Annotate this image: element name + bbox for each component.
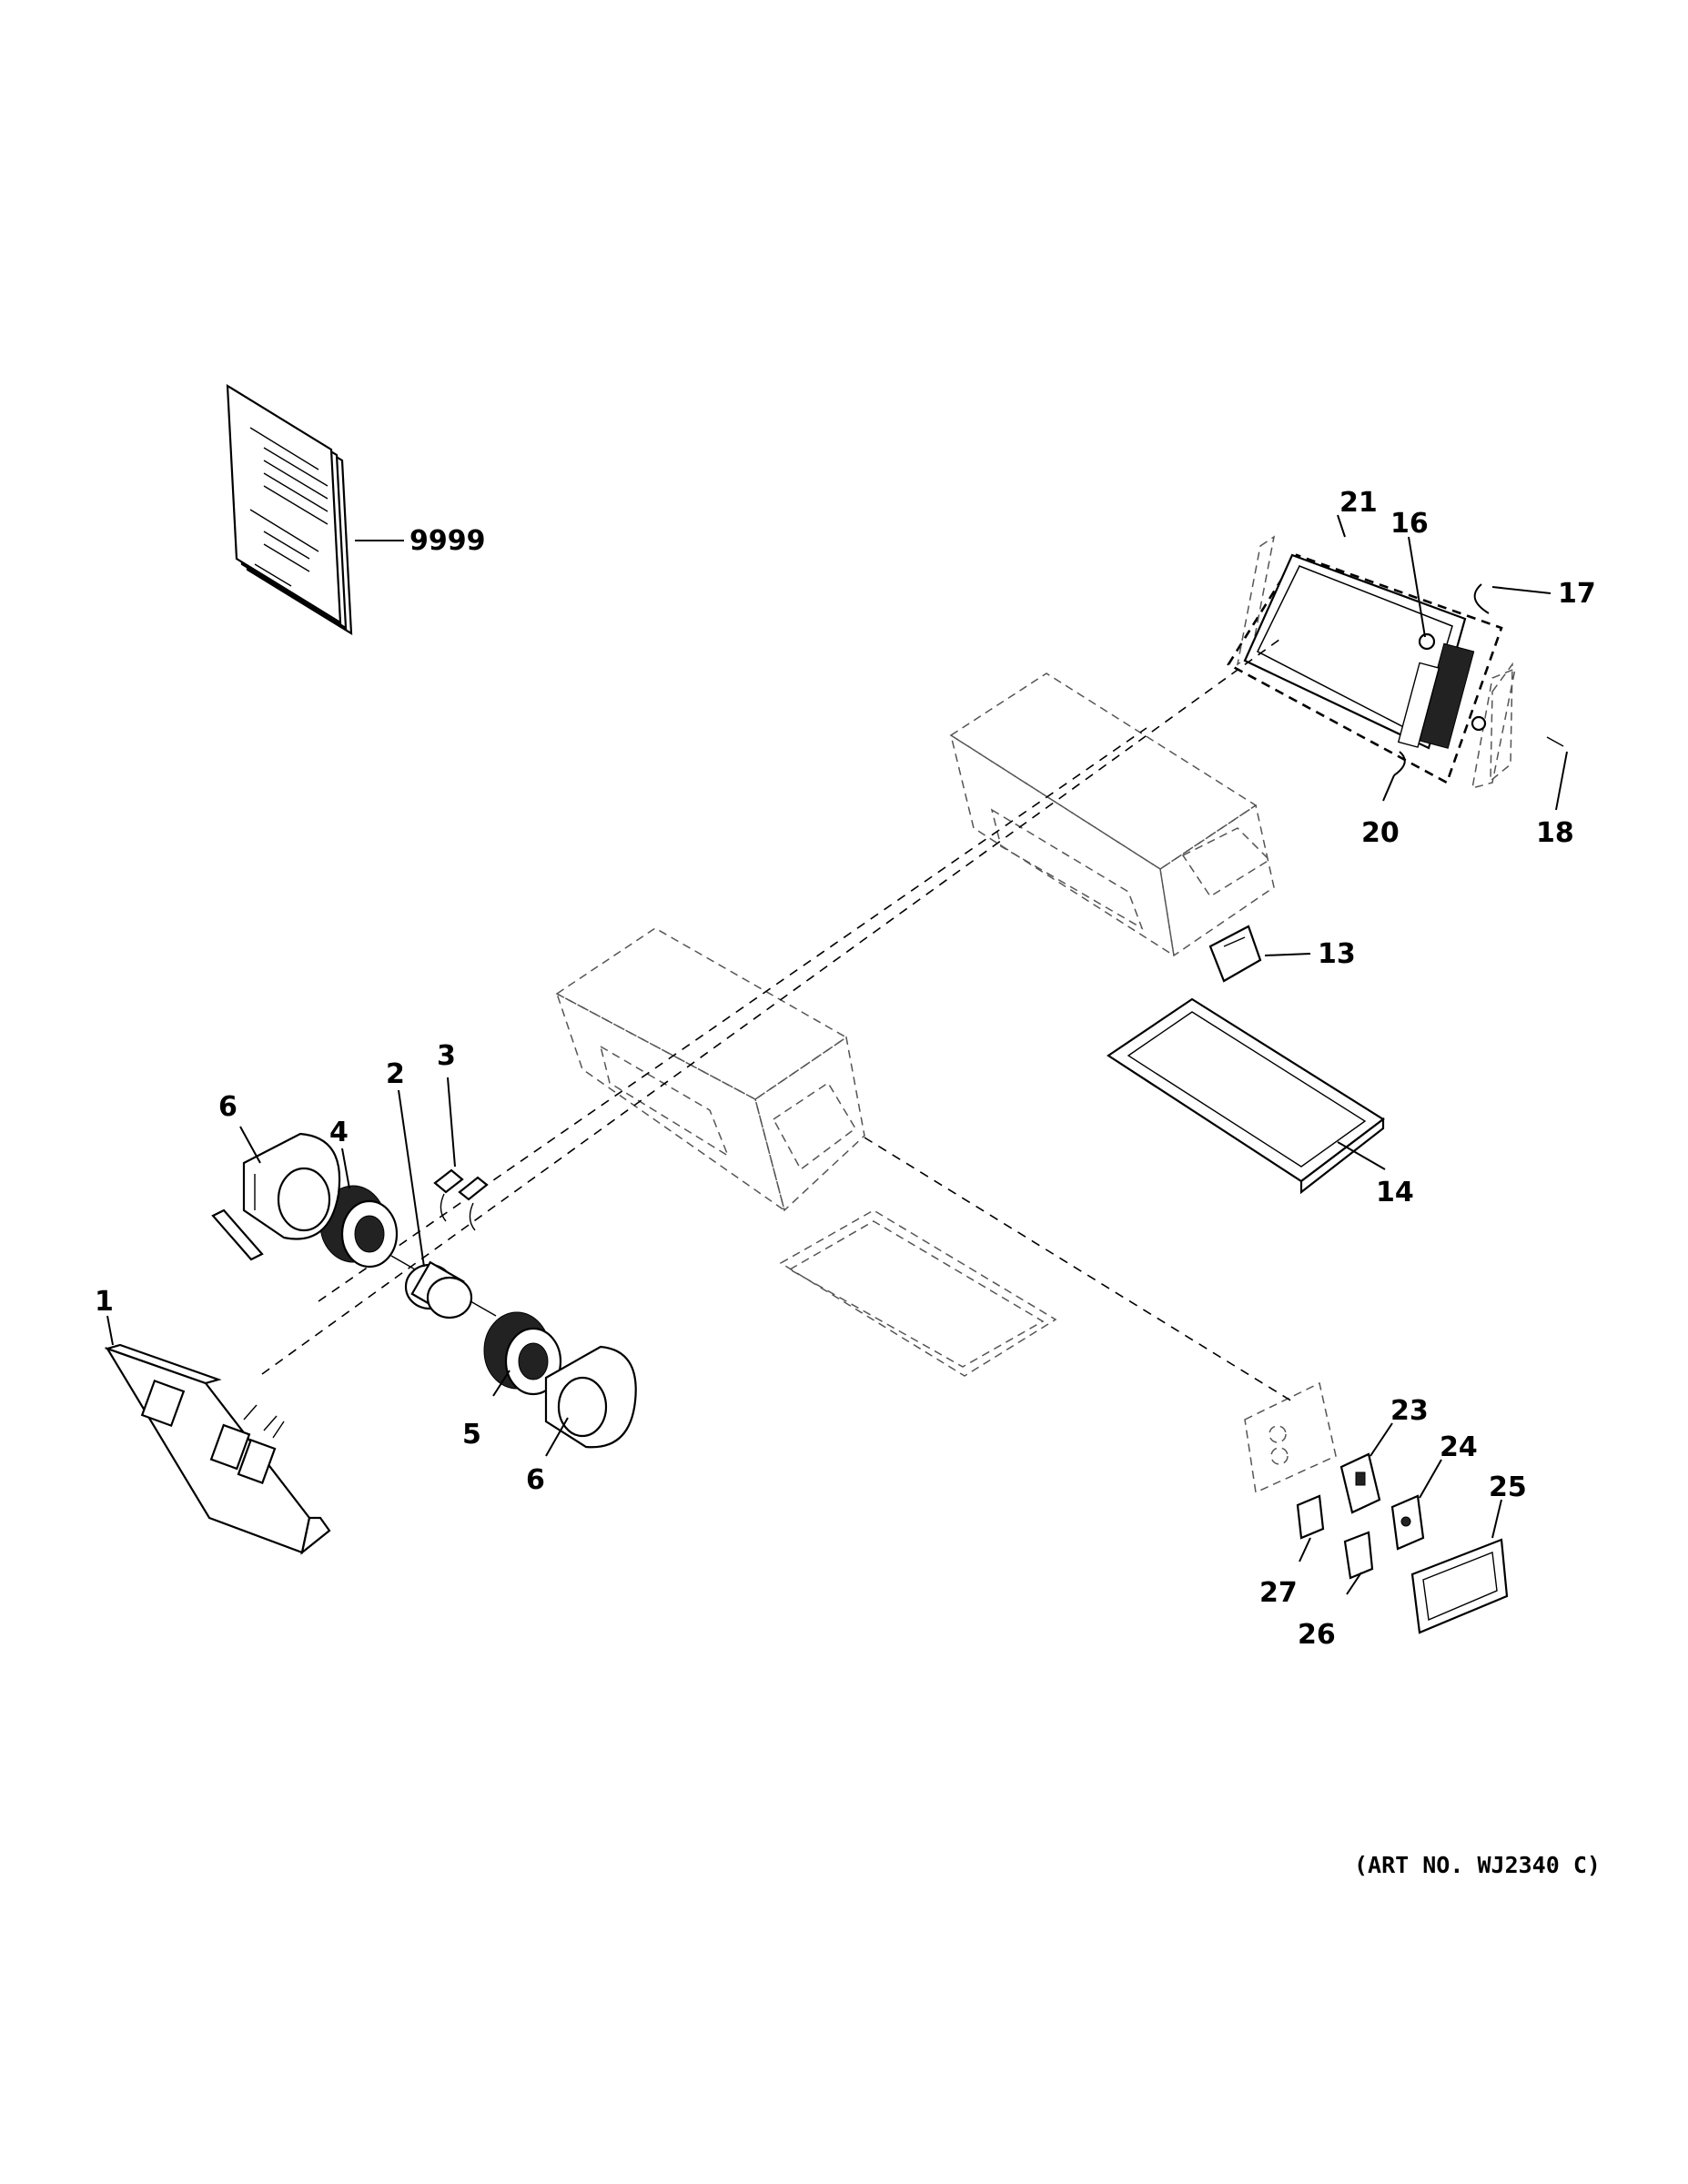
callout-20: 20 bbox=[1361, 817, 1400, 849]
callout-24: 24 bbox=[1440, 1431, 1478, 1463]
callout-2: 2 bbox=[386, 1058, 405, 1090]
callout-18: 18 bbox=[1536, 817, 1574, 849]
callout-26: 26 bbox=[1298, 1619, 1336, 1651]
blower-motor[interactable] bbox=[390, 1255, 497, 1320]
art-number: (ART NO. WJ2340 C) bbox=[1354, 1852, 1601, 1878]
bracket[interactable] bbox=[1208, 925, 1262, 983]
callout-13: 13 bbox=[1318, 938, 1356, 970]
upper-cabinet-outline bbox=[949, 672, 1275, 957]
callout-3: 3 bbox=[437, 1040, 456, 1072]
control-board-small[interactable] bbox=[1343, 1531, 1374, 1580]
lower-cabinet-outline bbox=[555, 927, 865, 1212]
air-filter-outline bbox=[779, 1209, 1057, 1377]
callout-21: 21 bbox=[1339, 487, 1378, 519]
front-panel[interactable] bbox=[104, 1343, 331, 1555]
blower-housing-right[interactable] bbox=[544, 1345, 637, 1449]
callout-4: 4 bbox=[329, 1117, 349, 1148]
callout-9999: 9999 bbox=[409, 525, 486, 557]
callout-23: 23 bbox=[1390, 1395, 1429, 1427]
callout-27: 27 bbox=[1259, 1577, 1298, 1609]
cutoff-plate[interactable] bbox=[211, 1208, 264, 1261]
blower-housing-left[interactable] bbox=[242, 1132, 341, 1240]
owners-manual[interactable] bbox=[226, 383, 353, 636]
callout-25: 25 bbox=[1489, 1471, 1527, 1503]
clip[interactable] bbox=[433, 1168, 489, 1231]
callout-5: 5 bbox=[462, 1419, 481, 1451]
callout-6-top: 6 bbox=[218, 1091, 238, 1123]
callout-1: 1 bbox=[95, 1286, 114, 1318]
control-housing-outline bbox=[1244, 1381, 1337, 1494]
coil-fins bbox=[1397, 642, 1475, 749]
control-board-tiny[interactable] bbox=[1296, 1494, 1325, 1540]
callout-6-bottom: 6 bbox=[526, 1464, 545, 1496]
control-cover[interactable] bbox=[1410, 1538, 1509, 1634]
control-board-aux[interactable] bbox=[1390, 1494, 1425, 1551]
control-board-main[interactable] bbox=[1339, 1452, 1381, 1514]
evaporator-coil-assembly[interactable] bbox=[1227, 535, 1517, 790]
callout-14: 14 bbox=[1376, 1177, 1414, 1208]
drain-pan[interactable] bbox=[1107, 997, 1385, 1195]
callout-17: 17 bbox=[1558, 578, 1596, 610]
callout-16: 16 bbox=[1390, 508, 1429, 540]
screw-18[interactable] bbox=[1471, 715, 1564, 747]
